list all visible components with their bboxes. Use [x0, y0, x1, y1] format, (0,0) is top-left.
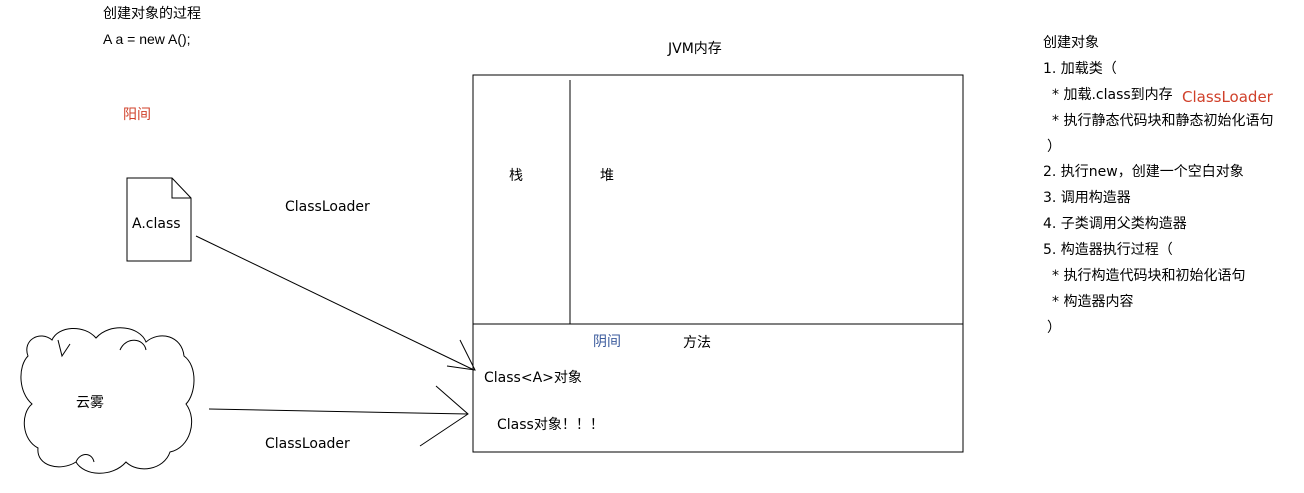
classloader-label-top: ClassLoader — [285, 199, 370, 215]
class-file-label: A.class — [132, 216, 181, 232]
step-1b: * 执行静态代码块和静态初始化语句 — [1052, 113, 1274, 129]
yinjian-area-label: 阴间 — [593, 334, 621, 350]
step-1a: * 加载.class到内存 — [1052, 87, 1173, 103]
file-icon-fold — [171, 178, 191, 199]
cloud-doodle-3 — [75, 454, 95, 463]
file-icon — [126, 177, 192, 262]
classloader-arrow-top — [195, 235, 475, 371]
jvm-title: JVM内存 — [668, 41, 722, 57]
page-title: 创建对象的过程 — [103, 6, 201, 22]
class-object-label: Class<A>对象 — [484, 370, 582, 386]
method-area-label: 方法 — [683, 335, 711, 351]
step-1a-classloader: ClassLoader — [1182, 88, 1273, 106]
step-5b: * 构造器内容 — [1052, 294, 1134, 310]
cloud-doodle-2 — [119, 339, 147, 351]
arrowhead-bottom — [419, 385, 469, 447]
jvm-memory-box — [472, 74, 964, 453]
classloader-arrow-bottom — [208, 408, 469, 415]
cloud-shape — [20, 327, 195, 474]
code-line: A a = new A(); — [103, 31, 191, 47]
step-3: 3. 调用构造器 — [1043, 190, 1131, 206]
cloud-doodle-1 — [57, 339, 71, 358]
class-object-note: Class对象！！！ — [497, 417, 604, 433]
step-1-close: ） — [1047, 139, 1061, 155]
cloud-label: 云雾 — [76, 395, 104, 411]
step-5a: * 执行构造代码块和初始化语句 — [1052, 268, 1246, 284]
arrowhead-top — [446, 339, 476, 371]
step-5-close: ） — [1047, 320, 1061, 336]
yinjian-label: 阳间 — [123, 107, 151, 123]
step-4: 4. 子类调用父类构造器 — [1043, 216, 1187, 232]
step-2: 2. 执行new，创建一个空白对象 — [1043, 164, 1244, 180]
step-5: 5. 构造器执行过程（ — [1043, 242, 1173, 258]
stack-label: 栈 — [509, 168, 523, 184]
steps-heading: 创建对象 — [1043, 35, 1099, 51]
heap-label: 堆 — [600, 168, 614, 184]
step-1: 1. 加载类（ — [1043, 61, 1117, 77]
classloader-label-bottom: ClassLoader — [265, 436, 350, 452]
